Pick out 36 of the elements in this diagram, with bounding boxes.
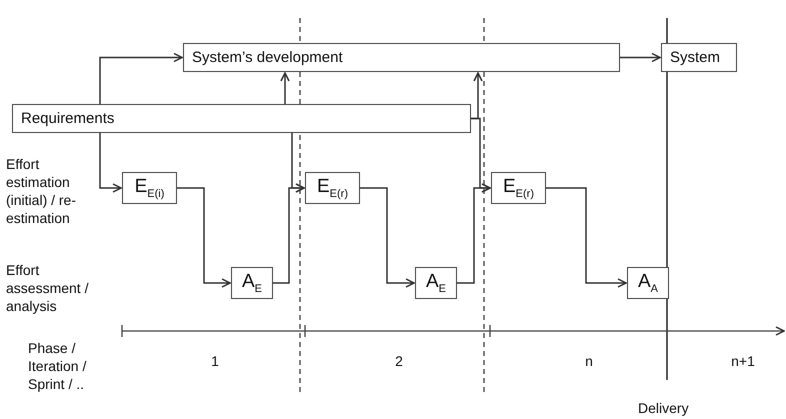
arrow bbox=[620, 52, 661, 62]
node-label: E$_{E(r)}$ bbox=[502, 176, 534, 200]
arrow bbox=[99, 133, 122, 193]
phase-number: 1 bbox=[210, 352, 220, 370]
process-bar bbox=[183, 43, 620, 72]
process-box bbox=[661, 43, 737, 72]
node-label: Requirements bbox=[20, 110, 114, 127]
row-label: Effort estimation (initial) / re-estimation bbox=[6, 155, 78, 227]
phase-number: n+1 bbox=[730, 352, 756, 370]
arrow bbox=[177, 187, 231, 288]
arrow bbox=[273, 183, 305, 284]
arrow bbox=[457, 183, 491, 284]
phase-number: n bbox=[584, 352, 594, 370]
arrow bbox=[471, 72, 483, 120]
node-label: System bbox=[669, 49, 720, 66]
milestone-label: Delivery bbox=[638, 399, 690, 417]
phase-number: 2 bbox=[394, 352, 404, 370]
arrow bbox=[360, 187, 415, 288]
process-bar bbox=[12, 104, 471, 133]
node-label: E$_{E(i)}$ bbox=[134, 176, 164, 200]
row-label: Phase / Iteration / Sprint / .. bbox=[28, 339, 88, 393]
arrow bbox=[99, 52, 183, 104]
activity-box bbox=[231, 267, 273, 299]
node-label: E$_{E(r)}$ bbox=[316, 176, 348, 200]
arrow bbox=[280, 72, 290, 104]
node-label: A$_{E}$ bbox=[242, 271, 262, 295]
activity-box bbox=[305, 172, 360, 204]
activity-box bbox=[491, 172, 546, 204]
activity-box bbox=[627, 267, 669, 299]
row-label: Effort assessment / analysis bbox=[6, 261, 90, 315]
arrow bbox=[546, 187, 627, 288]
node-label: System’s development bbox=[191, 49, 343, 66]
node-label: A$_{E}$ bbox=[426, 271, 446, 295]
activity-box bbox=[122, 172, 177, 204]
activity-box bbox=[415, 267, 457, 299]
node-label: A$_{A}$ bbox=[638, 271, 658, 295]
